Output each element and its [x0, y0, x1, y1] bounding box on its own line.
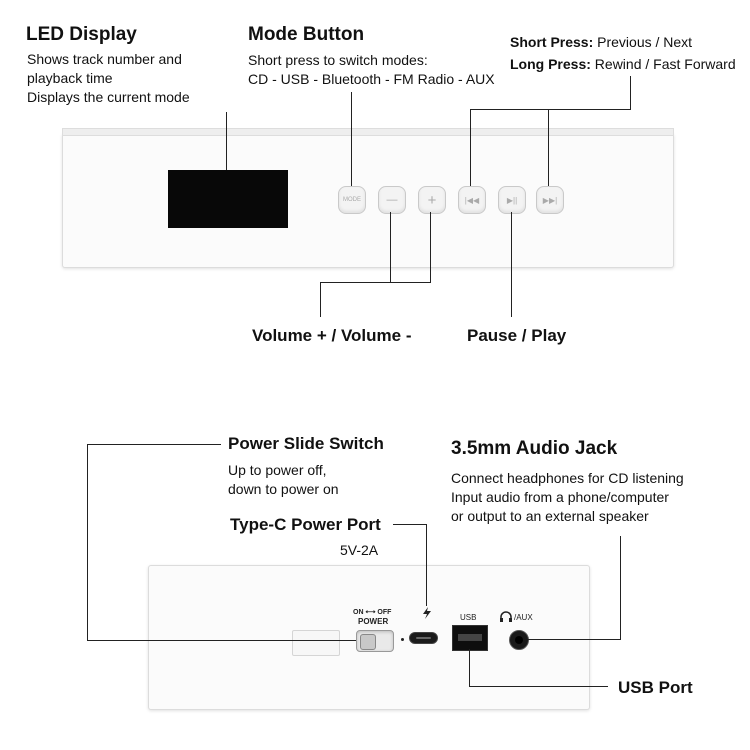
- audio-leader-horizontal: [528, 639, 621, 640]
- pause-play-label: Pause / Play: [467, 326, 567, 345]
- mode-button-title: Mode Button: [248, 24, 365, 45]
- power-slide-switch[interactable]: [356, 630, 394, 652]
- power-indicator-dot: [401, 638, 404, 641]
- usb-leader-horizontal: [469, 686, 608, 687]
- long-press-text: Rewind / Fast Forward: [594, 56, 736, 72]
- lightning-icon: [420, 606, 434, 623]
- aux-port-label: /AUX: [514, 613, 533, 622]
- mode-button[interactable]: MODE: [338, 186, 366, 214]
- mode-desc-line: CD - USB - Bluetooth - FM Radio - AUX: [248, 71, 495, 87]
- volume-label: Volume + / Volume -: [252, 326, 412, 345]
- usb-port[interactable]: [452, 625, 488, 651]
- short-press-row: Short Press: Previous / Next: [510, 33, 692, 52]
- led-desc-line: Displays the current mode: [27, 89, 190, 105]
- usb-leader-vertical: [469, 649, 470, 687]
- press-leader-vertical: [630, 76, 631, 109]
- prev-leader-line: [470, 109, 471, 186]
- audio-desc-line: Input audio from a phone/computer: [451, 489, 669, 505]
- usb-port-label: USB: [460, 613, 477, 622]
- led-desc-line: Shows track number and: [27, 51, 182, 67]
- press-leader-horizontal: [470, 109, 631, 110]
- power-label: POWER: [358, 617, 389, 626]
- mode-button-description: Short press to switch modes: CD - USB - …: [248, 51, 495, 89]
- led-desc-line: playback time: [27, 70, 113, 86]
- play-pause-button[interactable]: ▶||: [498, 186, 526, 214]
- audio-desc-line: Connect headphones for CD listening: [451, 470, 684, 486]
- long-press-row: Long Press: Rewind / Fast Forward: [510, 55, 736, 74]
- volume-leader-drop: [320, 282, 321, 317]
- previous-button[interactable]: |◀◀: [458, 186, 486, 214]
- mode-leader-line: [351, 92, 352, 186]
- volume-leader-horizontal: [320, 282, 431, 283]
- typec-title: Type-C Power Port: [230, 515, 381, 534]
- audio-desc-line: or output to an external speaker: [451, 508, 649, 524]
- front-panel: [62, 133, 674, 268]
- audio-leader-vertical: [620, 536, 621, 640]
- long-press-label: Long Press:: [510, 56, 591, 72]
- headphone-icon: [499, 610, 513, 628]
- typec-leader-horizontal: [393, 524, 427, 525]
- front-panel-top-edge: [62, 128, 674, 136]
- power-desc-line: Up to power off,: [228, 462, 327, 478]
- power-switch-title: Power Slide Switch: [228, 434, 384, 453]
- typec-port[interactable]: [409, 632, 438, 644]
- led-display-title: LED Display: [26, 24, 137, 45]
- volume-up-button[interactable]: +: [418, 186, 446, 214]
- short-press-label: Short Press:: [510, 34, 594, 50]
- short-press-text: Previous / Next: [597, 34, 693, 50]
- usb-port-title: USB Port: [618, 678, 693, 697]
- on-off-label: ON ⟷ OFF: [353, 609, 392, 616]
- volume-down-button[interactable]: —: [378, 186, 406, 214]
- next-button[interactable]: ▶▶|: [536, 186, 564, 214]
- rear-recess: [292, 630, 340, 656]
- volume-up-leader: [430, 212, 431, 282]
- mode-desc-line: Short press to switch modes:: [248, 52, 428, 68]
- volume-down-leader: [390, 212, 391, 282]
- next-leader-line: [548, 109, 549, 186]
- power-slide-knob[interactable]: [360, 634, 376, 650]
- power-leader-top: [87, 444, 221, 445]
- led-leader-line: [226, 112, 227, 170]
- audio-jack-title: 3.5mm Audio Jack: [451, 438, 618, 459]
- audio-jack-description: Connect headphones for CD listening Inpu…: [451, 469, 684, 526]
- led-display-screen: [168, 170, 288, 228]
- led-display-description: Shows track number and playback time Dis…: [27, 50, 190, 107]
- typec-leader-vertical: [426, 524, 427, 606]
- power-leader-vertical: [87, 444, 88, 641]
- audio-jack-port[interactable]: [509, 630, 529, 650]
- typec-spec: 5V-2A: [340, 542, 379, 558]
- power-leader-bottom: [87, 640, 356, 641]
- power-switch-description: Up to power off, down to power on: [228, 461, 339, 499]
- pause-leader-line: [511, 212, 512, 317]
- power-desc-line: down to power on: [228, 481, 339, 497]
